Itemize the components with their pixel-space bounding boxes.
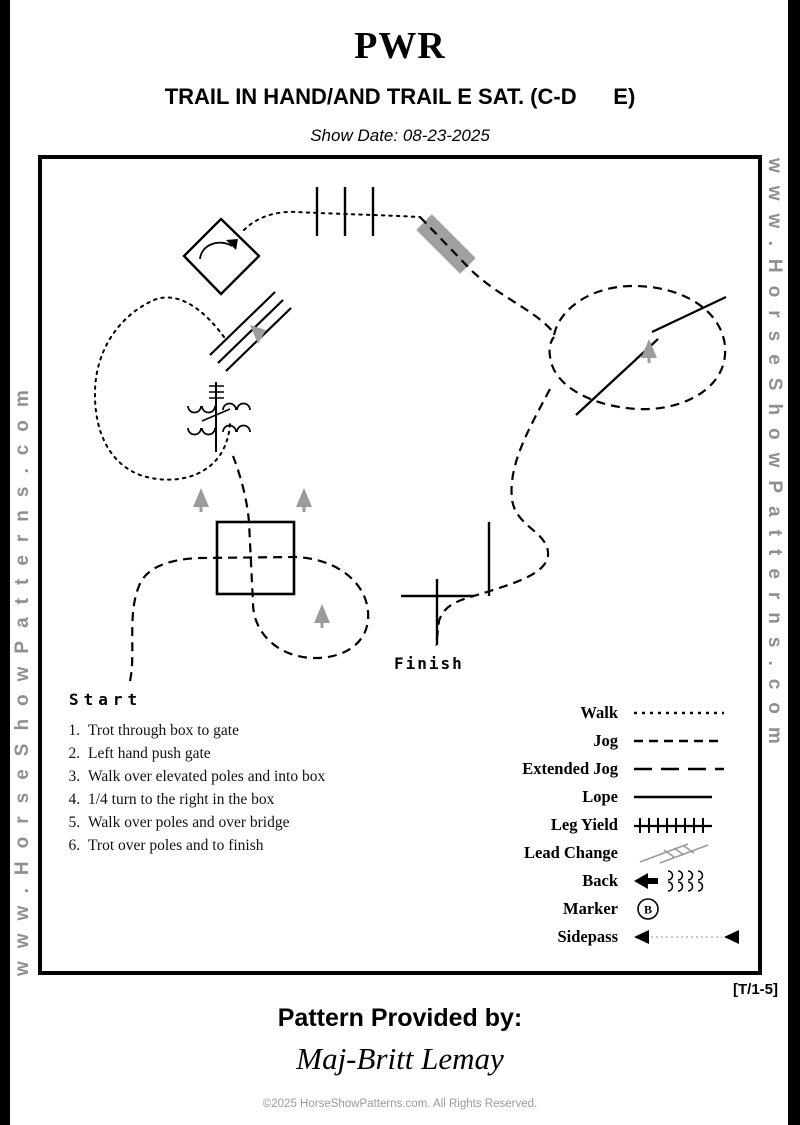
right-edge-bar: [788, 0, 800, 1125]
turn-arrowhead-icon: [226, 239, 238, 250]
legend-row-sidepass: Sidepass: [488, 923, 742, 951]
svg-text:B: B: [644, 903, 652, 917]
walk-line-icon: [632, 701, 742, 725]
provided-by-name: Maj-Britt Lemay: [296, 1041, 504, 1076]
walk-path-top: [243, 210, 421, 231]
watermark-left: www.HorseShowPatterns.com: [12, 377, 33, 976]
finish-label: Finish: [394, 654, 464, 673]
direction-arrow-icon: [250, 325, 266, 344]
provided-by-label: Pattern Provided by:: [277, 1004, 523, 1032]
instructions-list: Trot through box to gate Left hand push …: [60, 722, 400, 860]
legend-label: Marker: [563, 899, 618, 918]
pattern-diagram-frame: Start Finish Trot through box to gate Le…: [38, 155, 762, 975]
gate-poles: [209, 291, 292, 372]
pattern-code: [T/1-5]: [733, 981, 778, 998]
legend-row-leg-yield: Leg Yield: [488, 811, 742, 839]
jog-path-to-finish: [434, 388, 551, 647]
course-diagram: Start Finish: [69, 187, 727, 709]
show-date: Show Date: 08-23-2025: [310, 126, 490, 145]
leg-yield-line-icon: [632, 813, 742, 837]
legend-label: Extended Jog: [522, 759, 618, 778]
lope-line-icon: [632, 785, 742, 809]
elevated-poles-obstacle: [187, 382, 251, 452]
lead-change-icon: [632, 841, 742, 865]
square-box-obstacle: [215, 520, 296, 596]
legend-row-lope: Lope: [488, 783, 742, 811]
tree-icons: [193, 339, 657, 628]
watermark-right: www.HorseShowPatterns.com: [764, 158, 785, 757]
instruction-item: Walk over elevated poles and into box: [84, 768, 400, 786]
legend-label: Walk: [580, 703, 618, 722]
instruction-item: Walk over poles and over bridge: [84, 814, 400, 832]
jog-path-right-loop: [548, 284, 727, 411]
legend-label: Back: [582, 871, 618, 890]
left-edge-bar: [0, 0, 10, 1125]
instruction-item: Trot through box to gate: [84, 722, 400, 740]
finish-cross-poles: [401, 579, 474, 645]
page-title: PWR: [354, 25, 446, 67]
legend-label: Sidepass: [557, 927, 618, 946]
instruction-item: Left hand push gate: [84, 745, 400, 763]
legend-row-jog: Jog: [488, 727, 742, 755]
legend-label: Jog: [593, 731, 618, 750]
legend-label: Lead Change: [524, 843, 618, 862]
jog-path-bridge-to-loop: [419, 216, 555, 334]
jog-line-icon: [632, 729, 742, 753]
jog-path-from-start: [128, 455, 370, 682]
extended-jog-line-icon: [632, 757, 742, 781]
top-walk-poles: [315, 187, 375, 236]
sidepass-arrows-icon: [632, 925, 742, 949]
legend-row-back: Back: [488, 867, 742, 895]
copyright-notice: ©2025 HorseShowPatterns.com. All Rights …: [262, 1098, 538, 1110]
legend-row-lead-change: Lead Change: [488, 839, 742, 867]
page-subtitle: TRAIL IN HAND/AND TRAIL E SAT. (C-D E): [164, 84, 636, 109]
start-label: Start: [69, 690, 142, 709]
gait-legend: Walk Jog Extended Jog Lope Leg Yield: [488, 699, 742, 951]
legend-row-extended-jog: Extended Jog: [488, 755, 742, 783]
instruction-item: 1/4 turn to the right in the box: [84, 791, 400, 809]
marker-icon: B: [632, 897, 742, 921]
diamond-box-obstacle: [182, 217, 261, 296]
legend-row-walk: Walk: [488, 699, 742, 727]
legend-row-marker: Marker B: [488, 895, 742, 923]
instruction-item: Trot over poles and to finish: [84, 837, 400, 855]
back-arrow-icon: [632, 869, 742, 893]
legend-label: Leg Yield: [550, 815, 618, 834]
walk-path-left-loop: [93, 296, 231, 481]
legend-label: Lope: [582, 787, 618, 806]
